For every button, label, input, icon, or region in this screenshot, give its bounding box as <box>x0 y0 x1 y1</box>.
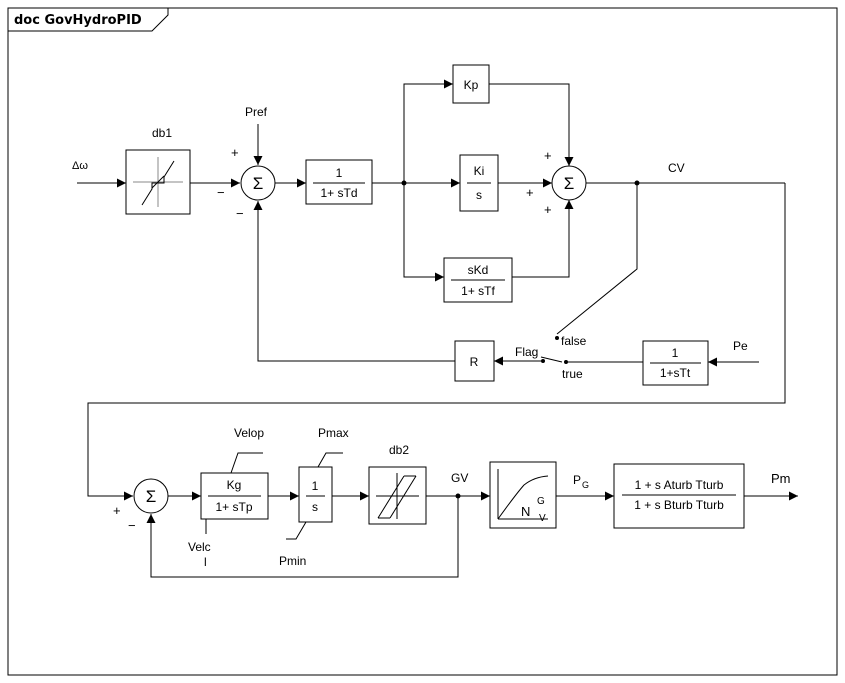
backlash-icon <box>376 473 419 519</box>
velop-label: Velop <box>234 426 264 440</box>
turbine-denominator: 1 + s Bturb Tturb <box>634 498 724 512</box>
td-numerator: 1 <box>336 166 343 180</box>
integrator-block <box>298 466 333 523</box>
pmin-limit-line <box>286 521 307 540</box>
kp-in-line <box>403 79 453 183</box>
switch-false-contact <box>555 336 559 340</box>
deadband-icon <box>133 157 183 207</box>
delta-omega-label: Δω <box>72 160 88 172</box>
kd-numerator: sKd <box>468 263 489 277</box>
pg-label: P <box>573 473 581 487</box>
false-label: false <box>561 334 587 348</box>
pe-label: Pe <box>733 339 748 353</box>
velcl-label: Velc <box>188 540 211 554</box>
pm-label: Pm <box>771 471 791 486</box>
db1-label: db1 <box>152 126 172 140</box>
integrator-numerator: 1 <box>312 479 319 493</box>
true-label: true <box>562 367 583 381</box>
r-feedback-line <box>253 201 455 362</box>
gate-curve-icon <box>497 469 549 520</box>
velop-limit-line <box>230 452 263 474</box>
sum3-plus: + <box>113 503 121 518</box>
pmin-label: Pmin <box>279 554 306 568</box>
ngv-sub-top: G <box>537 496 545 507</box>
sum3-minus: − <box>128 518 136 533</box>
sum3-sigma: Σ <box>146 487 157 506</box>
turbine-block <box>613 463 745 529</box>
diagram-frame <box>7 7 838 676</box>
flag-label: Flag <box>515 345 538 359</box>
ngv-sub-bottom: V <box>539 513 546 524</box>
tt-numerator: 1 <box>672 346 679 360</box>
cv-to-switch-line <box>556 183 638 335</box>
gv-label: GV <box>451 471 468 485</box>
turbine-numerator: 1 + s Aturb Tturb <box>635 478 724 492</box>
ki-denominator: s <box>476 188 482 202</box>
sum2-plus-left: + <box>526 185 534 200</box>
pg-subscript: G <box>582 480 589 490</box>
switch-blade <box>540 356 563 363</box>
td-denominator: 1+ sTd <box>320 186 357 200</box>
cv-to-lower-line <box>87 183 786 501</box>
tt-denominator: 1+sTt <box>660 366 691 380</box>
ngv-main-label: N <box>521 504 530 519</box>
ki-numerator: Ki <box>474 164 485 178</box>
r-label: R <box>470 355 479 369</box>
sum1-minus-bottom: − <box>236 206 244 221</box>
pmax-limit-line <box>317 452 343 468</box>
kp-out-line <box>489 83 574 166</box>
kp-block <box>452 64 490 104</box>
integrator-denominator: s <box>312 500 318 514</box>
db2-label: db2 <box>389 443 409 457</box>
pref-label: Pref <box>245 105 268 119</box>
doc-title: doc GovHydroPID <box>14 13 142 28</box>
sum2-plus-bottom: + <box>544 202 552 217</box>
kd-denominator: 1+ sTf <box>461 284 495 298</box>
td-block <box>305 159 373 205</box>
kp-label: Kp <box>464 78 479 92</box>
gv-feedback-line <box>146 496 459 578</box>
sum1-minus-left: − <box>217 185 225 200</box>
sum2-plus-top: + <box>544 148 552 163</box>
sum1-plus: + <box>231 145 239 160</box>
sum1-sigma: Σ <box>253 174 264 193</box>
kg-denominator: 1+ sTp <box>215 500 252 514</box>
cv-label: CV <box>668 161 685 175</box>
doc-title-tab: doc GovHydroPID <box>7 8 169 32</box>
kg-numerator: Kg <box>227 478 242 492</box>
switch-pivot <box>541 359 545 363</box>
r-block <box>454 340 495 382</box>
pmax-label: Pmax <box>318 426 349 440</box>
ngv-block <box>489 461 557 529</box>
velcl-tail: l <box>204 555 207 569</box>
sum2-sigma: Σ <box>564 174 575 193</box>
kd-in-line <box>403 183 444 282</box>
kd-out-line <box>512 200 574 278</box>
